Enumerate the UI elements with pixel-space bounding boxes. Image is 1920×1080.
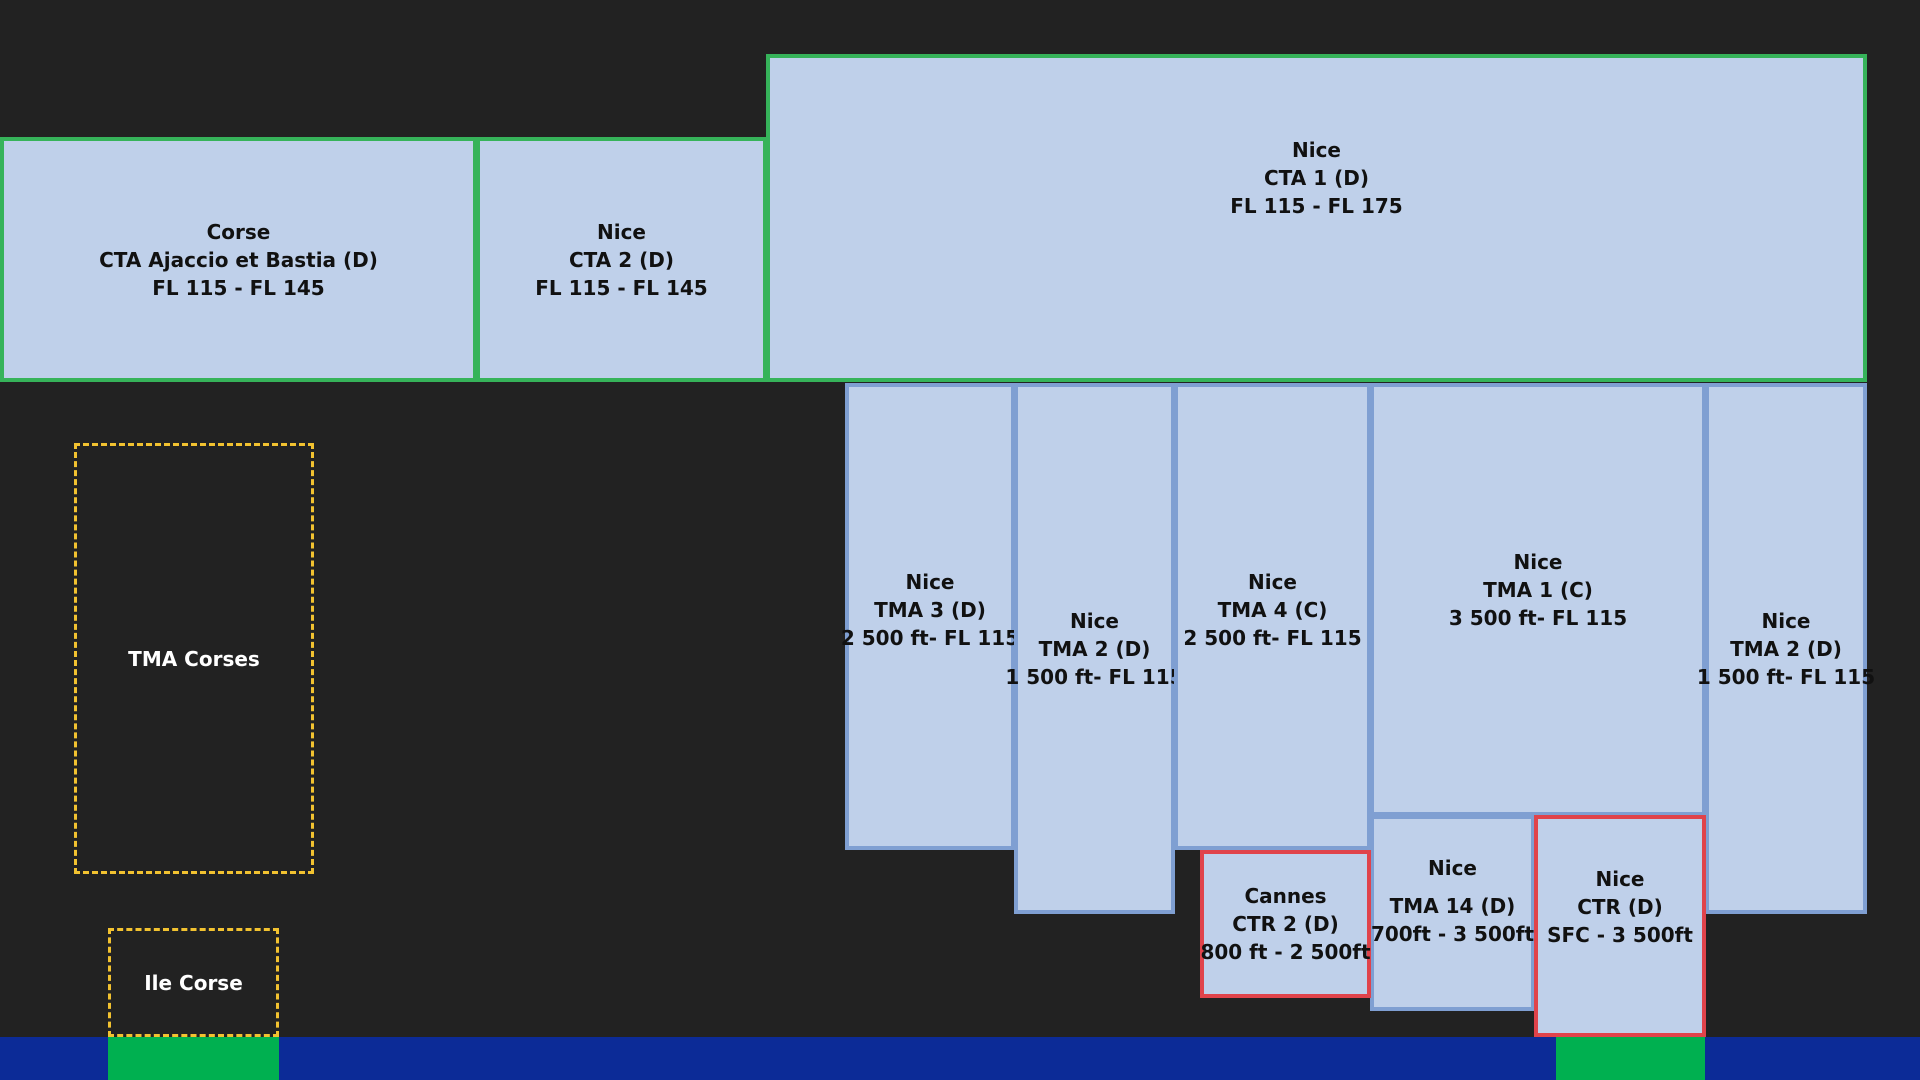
- zone-cannes-ctr2-line-1: Cannes: [1244, 884, 1327, 908]
- zone-ile-corse[interactable]: Ile Corse: [108, 928, 279, 1037]
- zone-nice-tma4-line-1: Nice: [1247, 569, 1297, 594]
- zone-nice-cta2[interactable]: Nice CTA 2 (D) FL 115 - FL 145: [476, 137, 767, 382]
- zone-nice-tma3-line-1: Nice: [905, 569, 955, 594]
- zone-nice-cta2-line-2: CTA 2 (D): [569, 247, 674, 272]
- zone-nice-tma2-a-line-3: 1 500 ft- FL 115: [1005, 664, 1184, 689]
- zone-nice-tma1[interactable]: Nice TMA 1 (C) 3 500 ft- FL 115: [1370, 383, 1706, 816]
- zone-nice-tma2-a-line-1: Nice: [1069, 608, 1119, 633]
- zone-nice-tma1-line-3: 3 500 ft- FL 115: [1448, 605, 1628, 630]
- zone-nice-tma1-line-2: TMA 1 (C): [1483, 577, 1593, 602]
- zone-cannes-ctr2[interactable]: Cannes CTR 2 (D) 800 ft - 2 500ft: [1200, 850, 1371, 998]
- zone-nice-tma2-b-line-2: TMA 2 (D): [1730, 636, 1842, 661]
- zone-nice-ctr-line-1: Nice: [1595, 867, 1645, 891]
- zone-nice-tma14[interactable]: Nice TMA 14 (D) 700ft - 3 500ft: [1370, 815, 1535, 1011]
- zone-nice-tma3-line-2: TMA 3 (D): [874, 597, 986, 622]
- zone-nice-cta1-line-1: Nice: [1291, 138, 1341, 162]
- zone-nice-tma14-line-3: 700ft - 3 500ft: [1370, 922, 1535, 946]
- zone-nice-ctr[interactable]: Nice CTR (D) SFC - 3 500ft: [1534, 815, 1706, 1037]
- zone-nice-ctr-line-2: CTR (D): [1577, 895, 1663, 919]
- zone-nice-cta1-line-2: CTA 1 (D): [1264, 166, 1369, 190]
- zone-corse-cta-line-2: CTA Ajaccio et Bastia (D): [99, 247, 378, 272]
- zone-nice-tma2-b-line-3: 1 500 ft- FL 115: [1696, 664, 1876, 689]
- zone-nice-cta1-line-3: FL 115 - FL 175: [1230, 194, 1403, 218]
- zone-cannes-ctr2-line-3: 800 ft - 2 500ft: [1200, 940, 1371, 964]
- zone-nice-tma2-b-line-1: Nice: [1761, 608, 1811, 633]
- zone-nice-tma4-line-3: 2 500 ft- FL 115: [1183, 625, 1362, 650]
- zone-nice-cta2-line-3: FL 115 - FL 145: [535, 275, 708, 300]
- land-corse: [108, 1037, 279, 1080]
- zone-corse-cta-line-3: FL 115 - FL 145: [152, 275, 325, 300]
- zone-nice-tma14-line-2: TMA 14 (D): [1389, 894, 1516, 918]
- zone-nice-cta2-line-1: Nice: [596, 219, 646, 244]
- zone-nice-tma2-b[interactable]: Nice TMA 2 (D) 1 500 ft- FL 115: [1697, 383, 1875, 914]
- zone-corse-cta-line-1: Corse: [206, 219, 271, 244]
- land-nice: [1556, 1037, 1705, 1080]
- zone-nice-ctr-line-3: SFC - 3 500ft: [1547, 923, 1693, 947]
- zone-nice-tma3[interactable]: Nice TMA 3 (D) 2 500 ft- FL 115: [841, 383, 1019, 850]
- zone-nice-tma2-a[interactable]: Nice TMA 2 (D) 1 500 ft- FL 115: [1005, 383, 1184, 914]
- zone-corse-cta[interactable]: Corse CTA Ajaccio et Bastia (D) FL 115 -…: [0, 137, 477, 382]
- zone-nice-tma4[interactable]: Nice TMA 4 (C) 2 500 ft- FL 115: [1174, 383, 1371, 850]
- zone-tma-corses-label: TMA Corses: [128, 646, 260, 671]
- zone-cannes-ctr2-line-2: CTR 2 (D): [1232, 912, 1339, 936]
- zone-tma-corses[interactable]: TMA Corses: [74, 443, 314, 874]
- zone-nice-tma1-line-1: Nice: [1513, 549, 1563, 574]
- zone-nice-tma14-line-1: Nice: [1427, 856, 1477, 880]
- zone-nice-tma4-line-2: TMA 4 (C): [1217, 597, 1328, 622]
- zone-nice-tma2-a-line-2: TMA 2 (D): [1038, 636, 1151, 661]
- zone-nice-cta1[interactable]: Nice CTA 1 (D) FL 115 - FL 175: [766, 54, 1867, 382]
- zone-ile-corse-label: Ile Corse: [144, 970, 243, 995]
- zone-nice-tma3-line-3: 2 500 ft- FL 115: [840, 625, 1020, 650]
